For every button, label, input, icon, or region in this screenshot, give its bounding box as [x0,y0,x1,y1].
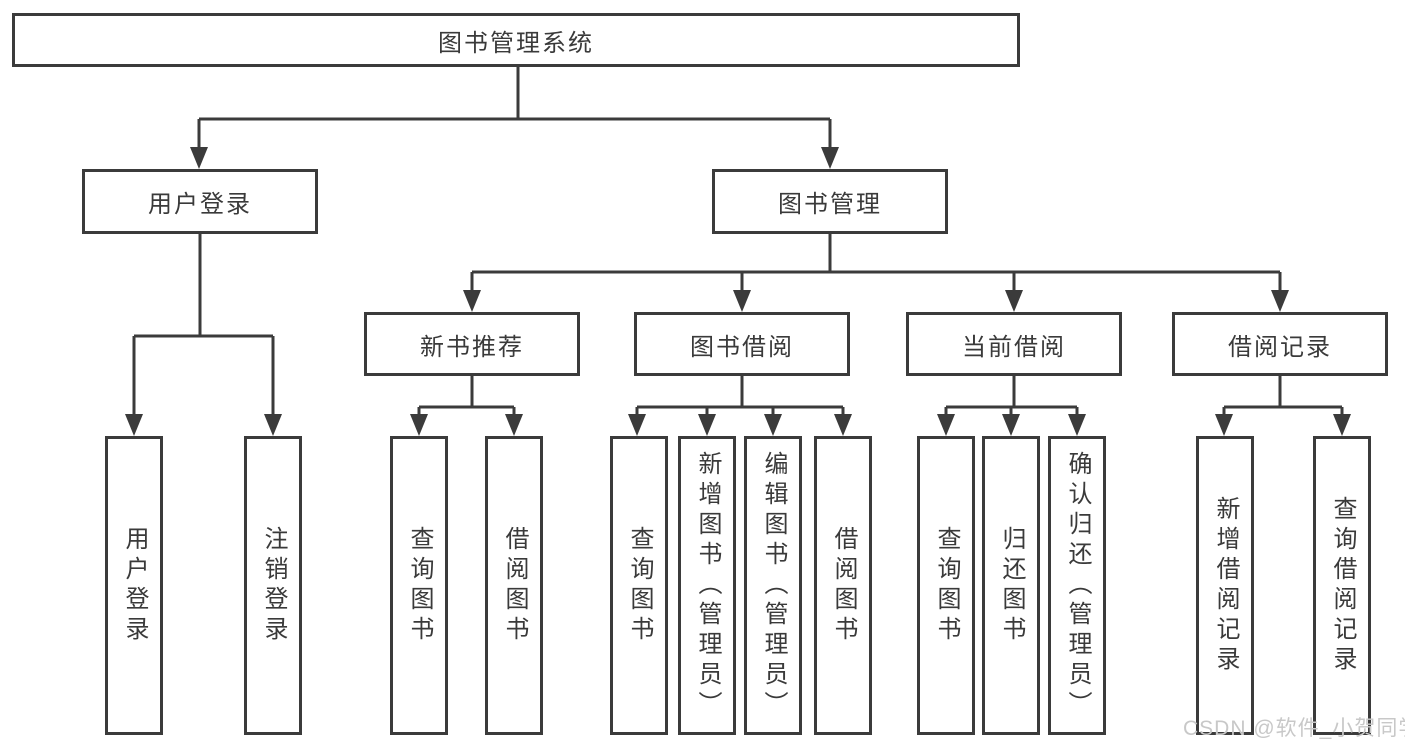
connector-current-borrow-children [937,375,1086,436]
leaf-add-books-admin: 新增图书（管理员） [678,436,736,735]
node-label: 归还图书 [998,525,1025,646]
node-label: 图书管理系统 [438,29,594,57]
leaf-query-books-borrow: 查询图书 [610,436,668,735]
connector-new-book-recommend-children [410,375,523,436]
node-current-borrow: 当前借阅 [906,312,1122,376]
node-label: 查询图书 [933,525,960,646]
connector-root-to-level2 [190,66,839,169]
leaf-confirm-return-admin: 确认归还（管理员） [1048,436,1106,735]
node-new-book-recommend: 新书推荐 [364,312,580,376]
leaf-edit-books-admin: 编辑图书（管理员） [744,436,802,735]
node-library-management-system: 图书管理系统 [12,13,1020,67]
leaf-borrow-books-recommend: 借阅图书 [485,436,543,735]
node-label: 确认归还（管理员） [1064,450,1091,721]
node-label: 图书管理 [778,191,882,218]
node-label: 当前借阅 [962,333,1066,361]
connector-book-borrow-children [628,375,852,436]
node-user-login: 用户登录 [82,169,318,234]
leaf-query-books-current: 查询图书 [917,436,975,735]
node-label: 查询图书 [626,525,653,646]
node-label: 查询借阅记录 [1329,495,1356,676]
node-borrow-records: 借阅记录 [1172,312,1388,376]
node-label: 用户登录 [148,191,252,218]
node-label: 编辑图书（管理员） [760,450,787,721]
node-label: 新增图书（管理员） [694,450,721,721]
csdn-watermark: CSDN @软件_小贺同学 [1183,717,1405,740]
node-label: 借阅图书 [830,525,857,646]
leaf-logout: 注销登录 [244,436,302,735]
leaf-return-books: 归还图书 [982,436,1040,735]
node-book-borrow: 图书借阅 [634,312,850,376]
leaf-add-borrow-record: 新增借阅记录 [1196,436,1254,735]
leaf-borrow-books: 借阅图书 [814,436,872,735]
node-label: 查询图书 [406,525,433,646]
node-label: 图书借阅 [690,333,794,361]
node-label: 注销登录 [260,525,287,646]
connector-book-management-children [463,234,1289,312]
node-label: 借阅记录 [1228,333,1332,361]
node-label: 借阅图书 [501,525,528,646]
leaf-query-books-recommend: 查询图书 [390,436,448,735]
node-label: 用户登录 [121,525,148,646]
node-book-management: 图书管理 [712,169,948,234]
leaf-query-borrow-record: 查询借阅记录 [1313,436,1371,735]
node-label: 新书推荐 [420,333,524,361]
leaf-user-login: 用户登录 [105,436,163,735]
node-label: 新增借阅记录 [1212,495,1239,676]
connector-borrow-records-children [1215,375,1351,436]
connector-user-login-children [125,234,282,436]
